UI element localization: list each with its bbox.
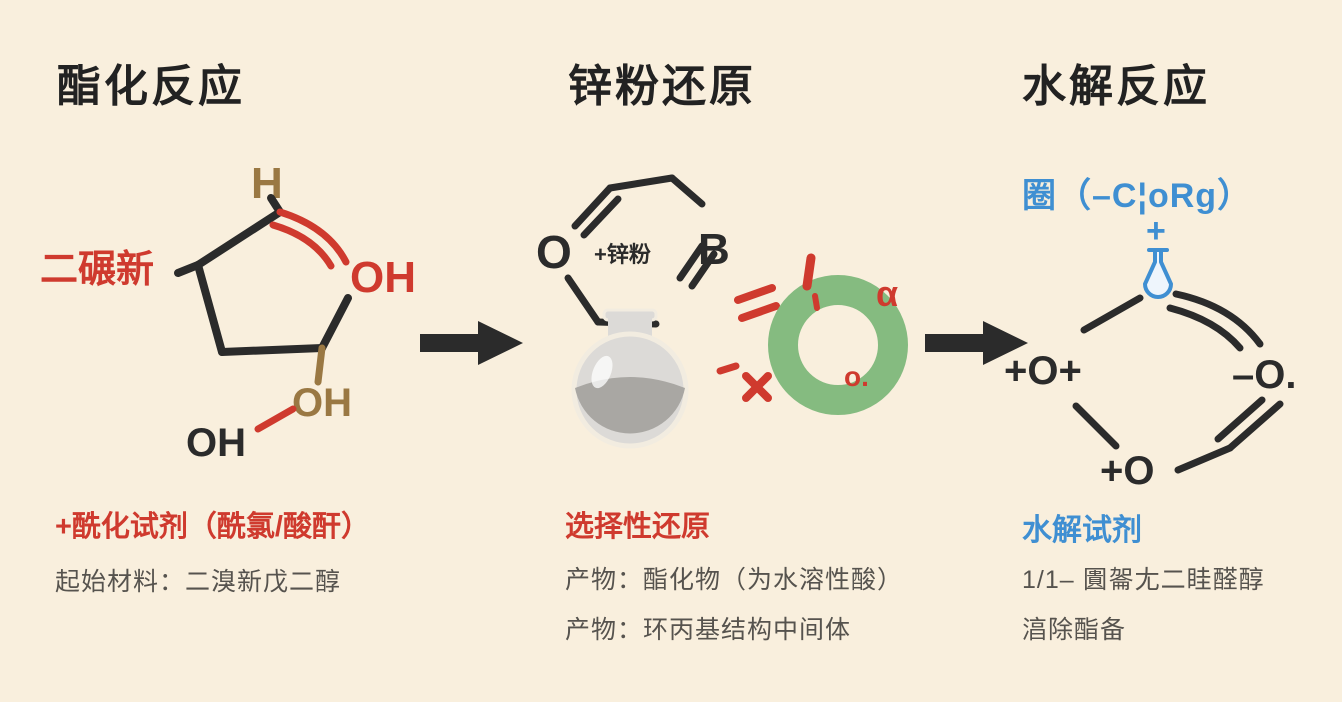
- panel3-note2: 湻除酯备: [1022, 616, 1127, 644]
- h-atom-label: H: [251, 159, 283, 208]
- red-dash-top: [812, 293, 820, 311]
- ring-bonds: [1072, 290, 1284, 474]
- red-marks: [716, 284, 780, 402]
- red-tick-top: [802, 253, 816, 291]
- bond-red-short: [254, 405, 297, 433]
- arrow-right-icon: [420, 321, 523, 365]
- plus-label: +: [1146, 212, 1166, 250]
- panel3-title: 水解反应: [1022, 62, 1210, 111]
- o-right-label: –O.: [1232, 353, 1296, 397]
- alpha-label: α: [876, 273, 898, 314]
- oh-black-label: OH: [186, 421, 246, 465]
- panel2-reagent: 选择性还原: [565, 511, 711, 543]
- flask-highlight: [591, 355, 613, 389]
- panel2-note1: 产物：酯化物（为水溶性酸）: [565, 566, 904, 594]
- pentagon-bonds: [194, 208, 352, 356]
- flask-liquid: [575, 377, 685, 434]
- o-atom-label: O: [536, 226, 572, 278]
- panel3-formula: 圈（–C¦oRg）: [1022, 177, 1253, 215]
- zinc-label: +锌粉: [594, 242, 651, 267]
- panel1-note: 起始材料：二溴新戊二醇: [55, 568, 342, 596]
- substituent-label: 二碾新: [40, 249, 154, 291]
- reduction-scene: O +锌粉 B α o.: [536, 174, 908, 449]
- red-double-bond: [269, 208, 350, 270]
- o-left-label: +O+: [1004, 349, 1082, 393]
- o-bottom-label: +O: [1100, 449, 1154, 493]
- blue-flask-icon: [1143, 248, 1173, 299]
- donut-ring-icon: [768, 275, 908, 415]
- oh-brown-label: OH: [292, 381, 352, 425]
- b-atom-label: B: [698, 225, 730, 274]
- hexagon-bonds: [564, 174, 718, 328]
- odot-label: o.: [844, 361, 869, 392]
- panel1-title: 酯化反应: [57, 62, 245, 111]
- panel2-note2: 产物：环丙基结构中间体: [565, 616, 852, 644]
- panel2-title: 锌粉还原: [568, 62, 756, 111]
- hydrolysis-ring-structure: + +O+ –O. +O: [1004, 212, 1296, 493]
- panel1-reagent: +酰化试剂（酰氯/酸酐）: [55, 511, 370, 543]
- panel3-note1: 1/1– 圚嗧尢二眭醛醇: [1022, 566, 1265, 594]
- flask-icon: [571, 308, 689, 449]
- pentane-ring-structure: H 二碾新 OH OH OH: [40, 159, 416, 465]
- panel3-reagent: 水解试剂: [1022, 514, 1142, 547]
- bond-substituent: [174, 261, 202, 277]
- oh-red-label: OH: [350, 253, 416, 302]
- bond-brown: [314, 344, 326, 386]
- arrow-right-icon: [925, 321, 1028, 365]
